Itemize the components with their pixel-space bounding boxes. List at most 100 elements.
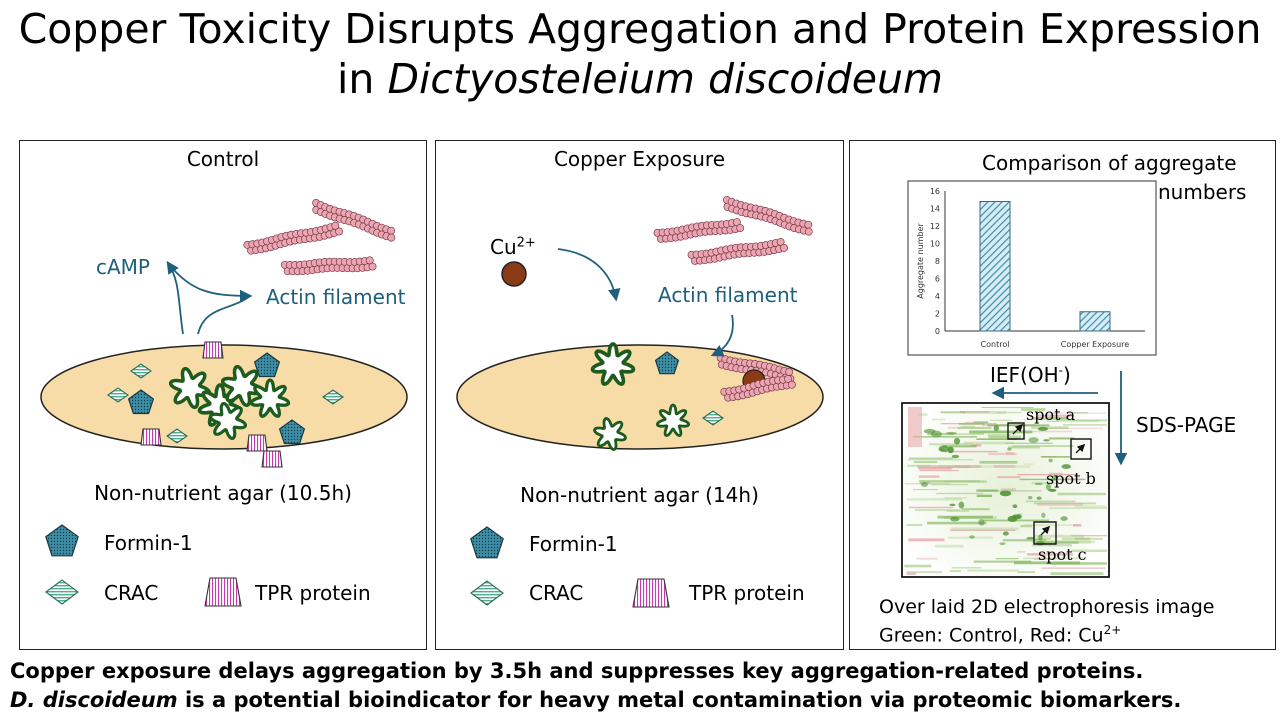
title-line-2-prefix: in	[337, 55, 388, 103]
sds-page-label: SDS-PAGE	[1136, 413, 1237, 437]
cell-actin-arrow	[197, 295, 251, 335]
aggregate	[168, 366, 212, 410]
tpr-legend-icon	[632, 578, 670, 608]
control-diagram	[40, 199, 408, 607]
agar-label: Non-nutrient agar (14h)	[520, 483, 759, 507]
formin-1	[127, 389, 155, 415]
spot-b-box	[1070, 438, 1092, 460]
agar-label: Non-nutrient agar (10.5h)	[94, 481, 352, 505]
actin-filament-label: Actin filament	[658, 283, 798, 307]
actin-filament-label: Actin filament	[266, 285, 406, 309]
actin-filament	[243, 221, 344, 255]
spot-b-pointer	[1075, 443, 1086, 454]
copper-arrow	[557, 248, 621, 302]
y-tick-label: 12	[930, 222, 940, 231]
actin-filament-group	[653, 195, 813, 265]
aggregate	[209, 402, 247, 440]
y-tick-label: 16	[930, 187, 940, 196]
y-tick-label: 4	[935, 292, 940, 301]
y-tick-label: 14	[930, 205, 940, 214]
gel-caption-line-2: Green: Control, Red: Cu2+	[879, 623, 1122, 647]
formin-1	[278, 419, 306, 445]
y-tick-label: 0	[935, 327, 940, 336]
copper-panel-title: Copper Exposure	[553, 147, 726, 171]
control-panel-title: Control	[186, 147, 260, 171]
aggregate-cluster	[590, 342, 691, 451]
tpr-protein	[202, 341, 224, 359]
aggregate	[655, 403, 691, 438]
copper-ion-label: Cu2+	[490, 235, 536, 259]
chart-frame	[907, 180, 1157, 356]
chart-title-line-2: numbers	[1158, 180, 1247, 204]
title-species: Dictyosteleium discoideum	[387, 55, 943, 103]
spot-b-label: spot b	[1046, 469, 1096, 488]
camp-actin-link	[167, 262, 253, 303]
spot-c-label: spot c	[1038, 545, 1087, 564]
spot-a-label: spot a	[1026, 405, 1076, 424]
spot-c-pointer	[1040, 525, 1051, 536]
y-axis-label: Aggregate number	[916, 223, 925, 299]
formin-1	[253, 352, 281, 378]
conclusion-line-1: Copper exposure delays aggregation by 3.…	[10, 659, 1144, 683]
crac	[322, 389, 344, 405]
actin-filament	[653, 218, 745, 243]
conclusion-text: Copper exposure delays aggregation by 3.…	[10, 657, 1181, 715]
crac	[166, 428, 188, 444]
control-panel: Control	[19, 140, 427, 650]
tpr-legend-icon	[204, 577, 242, 607]
tpr-protein	[140, 428, 162, 446]
aggregate-cluster	[168, 364, 291, 440]
conclusion-line-2: is a potential bioindicator for heavy me…	[177, 688, 1182, 712]
ief-label: IEF(OH-)	[990, 363, 1071, 387]
agar-ellipse	[456, 344, 824, 450]
chart-title-line-1: Comparison of aggregate	[982, 151, 1237, 175]
spot-a-box	[1007, 422, 1025, 440]
aggregate	[593, 417, 627, 451]
conclusion-species: D. discoideum	[10, 688, 178, 712]
camp-label: cAMP	[96, 255, 150, 279]
aggregate	[220, 364, 264, 408]
crac	[130, 363, 152, 379]
x-tick-label: Copper Exposure	[1061, 340, 1130, 349]
electrophoresis-gel	[901, 402, 1110, 578]
actin-filament-group	[243, 199, 396, 276]
formin-1	[654, 351, 680, 375]
tpr-legend-label: TPR protein	[255, 581, 371, 605]
title-line-1: Copper Toxicity Disrupts Aggregation and…	[18, 5, 1262, 53]
bar	[979, 201, 1011, 332]
y-tick-label: 6	[935, 275, 940, 284]
x-tick-label: Control	[981, 340, 1010, 349]
actin-filament	[312, 199, 396, 242]
crac	[107, 387, 129, 403]
bar	[1079, 311, 1111, 332]
y-tick-label: 2	[935, 310, 940, 319]
actin-bind-arrow	[710, 314, 734, 357]
formin-legend-icon	[470, 526, 504, 559]
actin-filament	[722, 195, 813, 236]
y-tick-label: 8	[935, 257, 940, 266]
actin-filament	[280, 256, 377, 276]
actin-filament	[720, 375, 796, 402]
formin-legend-label: Formin-1	[529, 532, 618, 556]
formin-legend-label: Formin-1	[104, 531, 193, 555]
aggregate	[249, 378, 291, 419]
copper-panel: Copper Exposure Cu2+ Actin filament Non-…	[435, 140, 844, 650]
actin-filament	[687, 237, 788, 265]
formin-legend-icon	[45, 524, 79, 557]
crac-legend-icon	[470, 580, 504, 606]
gel-streaks	[904, 407, 1107, 575]
spot-c-box	[1033, 521, 1057, 545]
crac-legend-label: CRAC	[529, 581, 584, 605]
gel-caption-line-1: Over laid 2D electrophoresis image	[879, 596, 1215, 618]
page-title: Copper Toxicity Disrupts Aggregation and…	[0, 4, 1280, 104]
copper-ion	[501, 261, 527, 287]
tpr-legend-label: TPR protein	[689, 581, 805, 605]
crac	[702, 410, 724, 426]
spot-a-pointer	[1012, 423, 1024, 435]
aggregate	[590, 342, 636, 387]
crac-legend-icon	[45, 579, 79, 605]
copper-diagram	[456, 195, 824, 608]
